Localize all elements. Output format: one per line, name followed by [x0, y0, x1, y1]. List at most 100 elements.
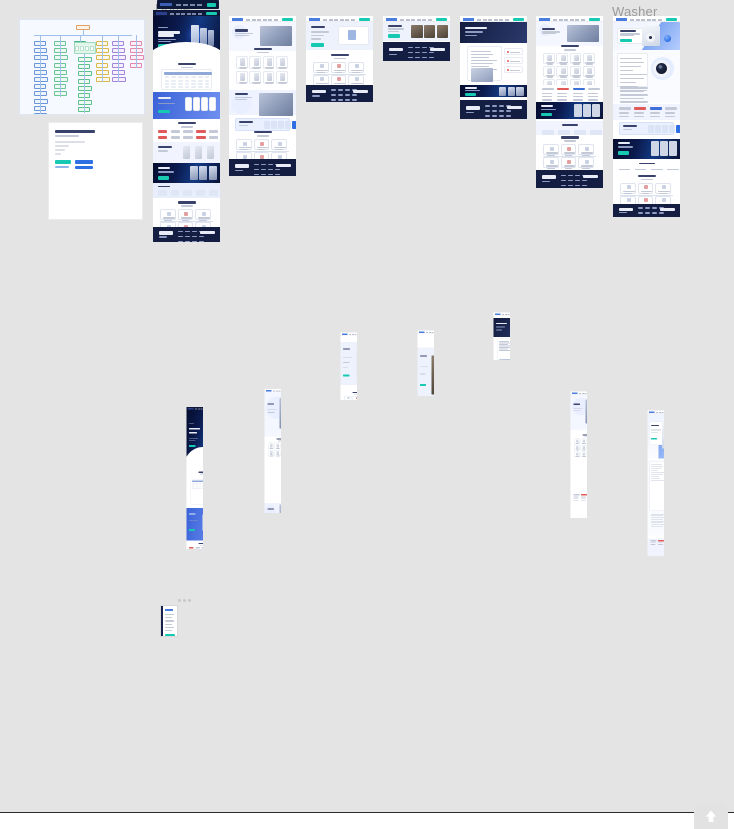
calendar-cell[interactable] [202, 484, 203, 486]
nav-item[interactable] [268, 19, 272, 21]
nav-item[interactable] [553, 19, 557, 21]
flow-node[interactable] [160, 209, 176, 221]
flow-node[interactable] [543, 157, 559, 169]
product-card[interactable] [274, 442, 281, 450]
calendar-widget[interactable] [161, 69, 213, 90]
nav-logo[interactable] [188, 408, 194, 410]
nav-item[interactable] [657, 19, 662, 21]
washer-cta[interactable] [651, 437, 657, 440]
calendar-cell[interactable] [171, 82, 176, 85]
calendar-cell[interactable] [184, 79, 190, 82]
sitemap-node[interactable] [54, 77, 68, 82]
hero-cta-button[interactable] [189, 444, 196, 447]
nav-item[interactable] [646, 19, 651, 21]
filter-chip[interactable] [278, 121, 285, 130]
note-card[interactable] [48, 122, 143, 220]
article-banner-cta[interactable] [465, 92, 476, 97]
filter-panel[interactable] [619, 121, 680, 135]
calendar-cell[interactable] [184, 86, 190, 89]
flow-node[interactable] [344, 395, 352, 400]
nav-logo[interactable] [386, 18, 397, 21]
product-card[interactable] [268, 450, 274, 457]
nav-item[interactable] [482, 19, 487, 21]
calendar-cell[interactable] [198, 482, 202, 484]
nav-item[interactable] [190, 4, 195, 6]
nav-item[interactable] [350, 19, 355, 21]
sidebar-item[interactable] [504, 65, 523, 73]
mock-navbar[interactable] [613, 16, 680, 22]
calendar-cell[interactable] [164, 79, 170, 82]
calendar-cell[interactable] [202, 486, 203, 488]
nav-item[interactable] [580, 19, 585, 21]
sitemap-node[interactable] [34, 77, 48, 82]
sitemap-node[interactable] [78, 57, 92, 62]
nav-item[interactable] [579, 393, 581, 394]
flow-node[interactable] [560, 144, 577, 156]
sitemap-node[interactable] [96, 77, 110, 82]
nav-item[interactable] [635, 19, 640, 21]
calendar-cell[interactable] [171, 79, 176, 82]
flow-node[interactable] [195, 209, 211, 221]
nav-item[interactable] [175, 13, 180, 15]
mobile-menu-drawer[interactable] [160, 605, 178, 637]
nav-item[interactable] [427, 19, 432, 21]
article-card[interactable] [496, 338, 510, 360]
nav-item[interactable] [273, 19, 278, 21]
nav-item[interactable] [661, 412, 664, 413]
calendar-cell[interactable] [195, 484, 198, 486]
filter-chip[interactable] [264, 121, 271, 130]
calendar-cell[interactable] [195, 486, 198, 488]
product-card[interactable] [249, 56, 261, 70]
nav-item[interactable] [176, 4, 181, 6]
desktop-products[interactable] [536, 16, 603, 188]
flow-node[interactable] [348, 61, 364, 74]
nav-item[interactable] [275, 390, 278, 392]
news-cta[interactable] [420, 384, 426, 387]
nav-item[interactable] [499, 19, 503, 21]
sitemap-node[interactable] [90, 46, 94, 51]
note-chip-blue[interactable] [75, 160, 93, 164]
article-card[interactable] [466, 45, 502, 83]
product-card[interactable] [569, 53, 582, 65]
nav-item[interactable] [246, 19, 250, 21]
calendar-cell[interactable] [164, 76, 170, 79]
app-card[interactable] [193, 97, 200, 112]
app-card[interactable] [209, 97, 216, 112]
product-card[interactable] [582, 66, 595, 78]
nav-logo[interactable] [649, 411, 655, 413]
filter-chip[interactable] [648, 125, 655, 134]
nav-logo[interactable] [342, 333, 348, 335]
app-card[interactable] [201, 97, 208, 112]
sitemap-node[interactable] [96, 55, 110, 61]
product-card[interactable] [249, 71, 261, 85]
sitemap-node[interactable] [112, 77, 126, 82]
flow-node[interactable] [637, 182, 654, 195]
mock-navbar[interactable] [570, 391, 587, 395]
nav-item[interactable] [575, 19, 579, 21]
nav-item[interactable] [411, 19, 415, 21]
nav-item[interactable] [504, 19, 509, 21]
calendar-cell[interactable] [204, 86, 210, 89]
calendar-cell[interactable] [204, 79, 210, 82]
banner-cta[interactable] [158, 176, 169, 180]
product-card[interactable] [580, 445, 587, 451]
filter-chip[interactable] [285, 121, 292, 130]
product-card[interactable] [574, 445, 580, 451]
tablet-support[interactable] [324, 265, 357, 400]
calendar-cell[interactable] [198, 82, 203, 85]
desktop-support[interactable] [306, 16, 373, 102]
product-card[interactable] [582, 53, 595, 65]
flow-node[interactable] [313, 61, 329, 74]
tablet-home[interactable] [170, 265, 203, 549]
calendar-cell[interactable] [184, 82, 190, 85]
filter-chip[interactable] [655, 125, 662, 134]
calendar-cell[interactable] [191, 86, 197, 89]
flow-node[interactable] [560, 157, 577, 169]
desktop-article[interactable] [460, 16, 527, 119]
nav-logo[interactable] [266, 390, 272, 392]
flow-node[interactable] [177, 209, 194, 221]
calendar-cell[interactable] [191, 76, 197, 79]
nav-item[interactable] [170, 13, 174, 15]
calendar-cell[interactable] [177, 82, 183, 85]
